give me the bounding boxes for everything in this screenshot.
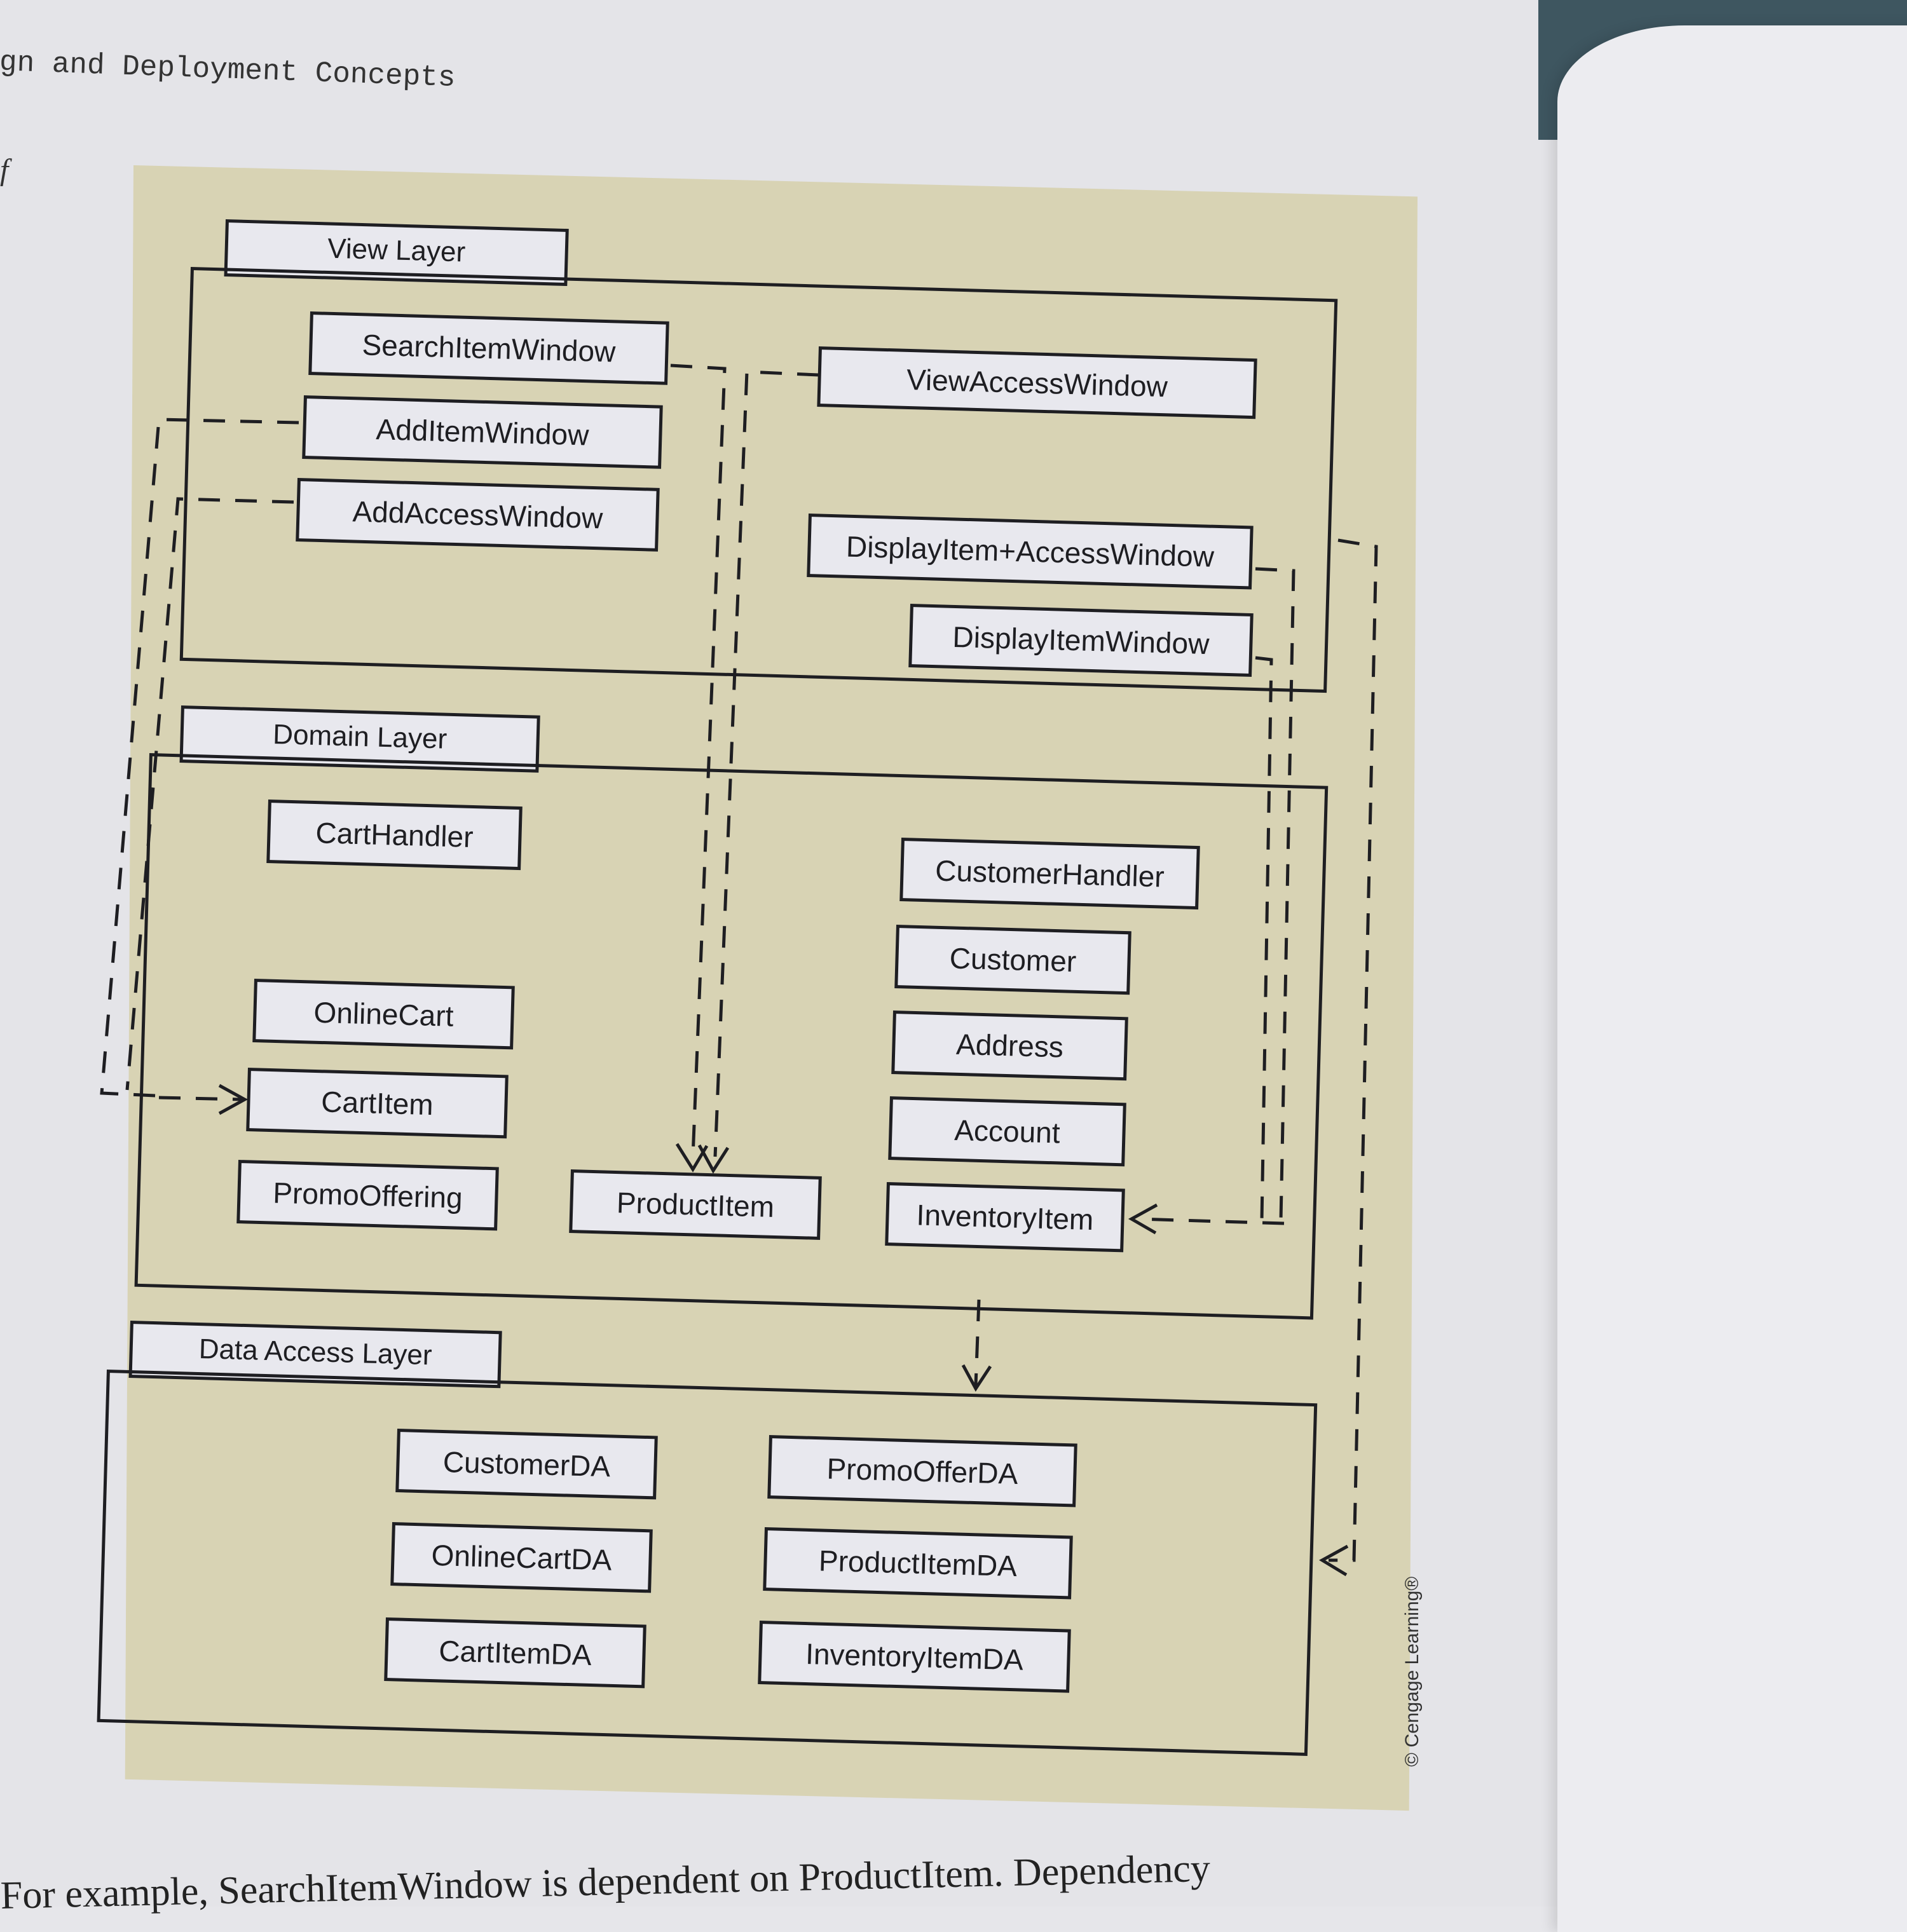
margin-mark: f: [0, 153, 9, 187]
dependency-add-item-to-cart-item: [100, 418, 299, 1098]
dependency-add-access-to-cart-item: [125, 497, 294, 1091]
right-page: [1557, 25, 1907, 1932]
arrowhead-data-access-center: [961, 1364, 992, 1392]
arrowhead-inventory-item: [1128, 1203, 1158, 1235]
arrowhead-cart-item: [218, 1084, 249, 1115]
dependency-to-cart-item: [158, 1096, 242, 1101]
dependency-to-inventory-item: [1137, 1217, 1285, 1225]
dependency-view-access-to-product-item: [713, 370, 819, 1157]
arrowhead-product-item-right: [697, 1144, 730, 1174]
dependency-display-item-access-to-inventory-item: [1255, 567, 1295, 1221]
dependency-search-item-to-product-item: [670, 364, 727, 1157]
arrowhead-data-access-right: [1319, 1544, 1349, 1577]
dependency-domain-to-data-access: [974, 1299, 981, 1386]
image-credit: © Cengage Learning®: [1402, 1576, 1423, 1767]
dependency-view-to-data-access: [1329, 538, 1378, 1562]
dependency-display-item-to-inventory-item: [1255, 656, 1273, 1221]
